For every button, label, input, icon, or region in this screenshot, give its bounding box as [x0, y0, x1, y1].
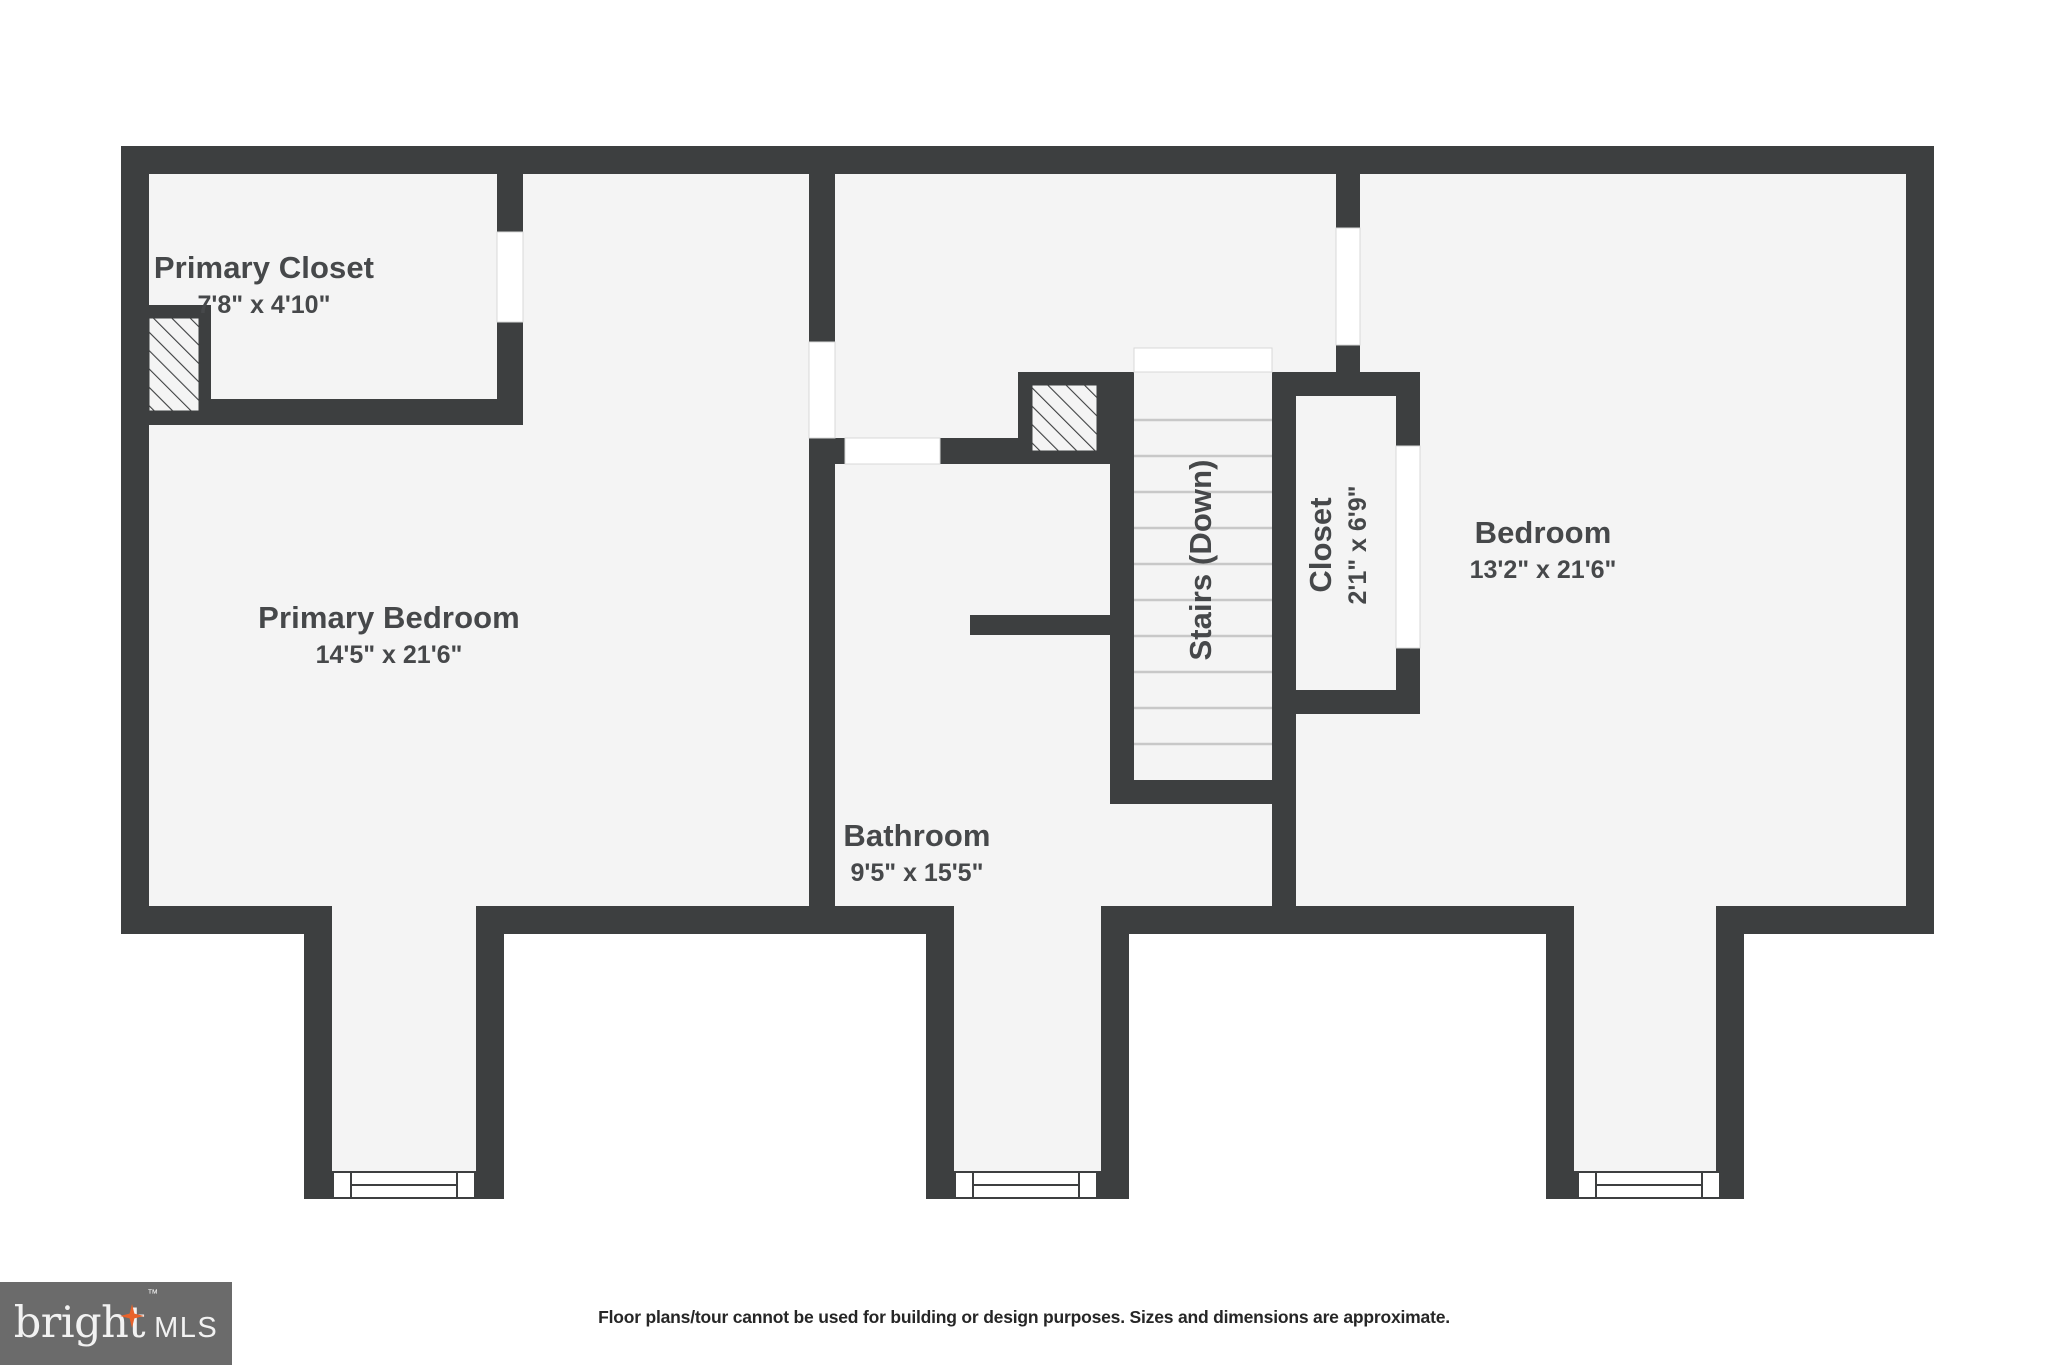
room-fills: [135, 160, 1920, 1185]
door-opening-bedroom-left: [1335, 227, 1361, 346]
hatch-block-stairs: [1031, 384, 1098, 452]
wall-closet-right-lower: [1396, 648, 1420, 714]
wall-closet-top: [1272, 372, 1420, 396]
door-opening-bathroom-entry: [844, 437, 941, 465]
wall-bedroom-left-upper: [1336, 160, 1360, 228]
stair-treads: [1134, 384, 1272, 780]
wall-closet-bottom: [1272, 690, 1420, 714]
wall-bedroom-bath-divider-upper: [809, 160, 835, 342]
door-opening-primary-closet: [496, 231, 524, 323]
hatch-block-left: [148, 317, 200, 412]
logo-star-icon: [119, 1304, 144, 1328]
wall-stairs-bottom: [1110, 780, 1280, 804]
door-opening-stairs-top: [1133, 347, 1273, 373]
logo-mls-text: MLS: [154, 1312, 219, 1344]
disclaimer-text: Floor plans/tour cannot be used for buil…: [598, 1307, 1450, 1327]
stairs-fill: [1134, 384, 1272, 780]
logo-wordmark: bright: [13, 1298, 146, 1348]
door-opening-closet-right: [1395, 445, 1421, 649]
door-opening-primary-bedroom: [808, 341, 836, 439]
wall-primary-closet-right-lower: [497, 322, 523, 412]
wall-bathroom-top-left-stub: [809, 438, 845, 464]
logo-trademark: ™: [147, 1288, 159, 1300]
wall-closet-right-upper: [1396, 372, 1420, 446]
wall-bedroom-bath-divider-lower: [809, 438, 835, 922]
exterior-walls: [121, 146, 1934, 1199]
wall-bathroom-stub: [970, 615, 1112, 635]
bright-mls-logo: bright MLS ™: [0, 1282, 232, 1365]
wall-bedroom-left-lower: [1336, 345, 1360, 375]
exterior-wall-path: [121, 146, 1934, 1199]
wall-stairs-right: [1272, 372, 1296, 804]
interior-walls: [135, 160, 1420, 922]
wall-primary-closet-right-upper: [497, 160, 523, 232]
wall-stairs-left: [1110, 372, 1134, 804]
door-openings: [496, 227, 1421, 649]
windows: [332, 1171, 1721, 1199]
interior-fill: [135, 160, 1920, 1185]
wall-bathroom-right-lower: [1272, 780, 1296, 922]
